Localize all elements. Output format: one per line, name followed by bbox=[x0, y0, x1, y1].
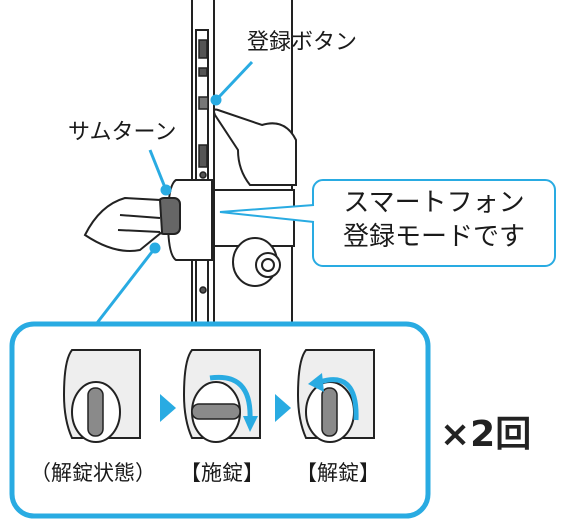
state-label-unlock: 【解錠】 bbox=[296, 461, 380, 485]
thumb-turn-label: サムターン bbox=[68, 120, 177, 145]
callout-box bbox=[312, 179, 556, 267]
callout-text: スマートフォン 登録モードです bbox=[318, 186, 550, 254]
step-arrow-icon bbox=[160, 394, 176, 422]
callout-pointer bbox=[219, 204, 315, 223]
repeat-count: ×2回 bbox=[440, 414, 532, 455]
hand-pressing-icon bbox=[213, 108, 297, 186]
callout-line-1: スマートフォン bbox=[343, 188, 525, 218]
register-button-label: 登録ボタン bbox=[247, 30, 358, 55]
state-label-lock: 【施錠】 bbox=[180, 461, 264, 485]
register-button[interactable] bbox=[198, 96, 209, 110]
door-knob bbox=[232, 237, 281, 287]
hand-turning-icon bbox=[83, 196, 164, 252]
state-label-unlocked: （解錠状態） bbox=[30, 461, 156, 485]
step-arrow-icon bbox=[275, 394, 291, 422]
lock-state-unlocked-icon bbox=[62, 349, 141, 443]
leader-lines bbox=[95, 60, 254, 324]
lock-state-locked-icon bbox=[182, 349, 261, 443]
callout-line-2: 登録モードです bbox=[342, 222, 525, 252]
lock-state-unlocked-icon bbox=[296, 349, 375, 443]
